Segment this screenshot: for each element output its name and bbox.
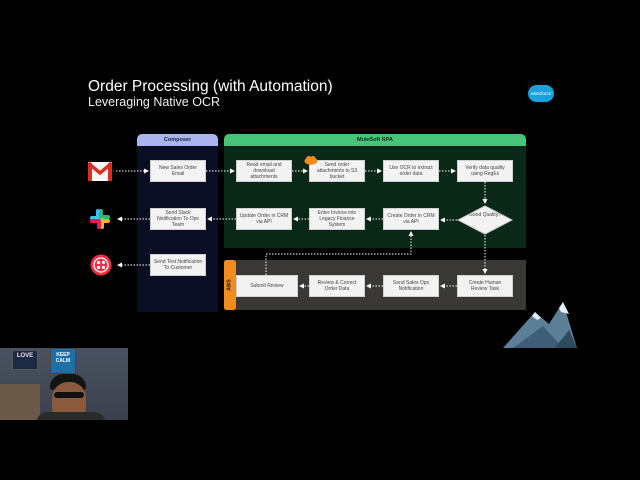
step-new-sales-order-email: New Sales Order Email	[150, 160, 206, 182]
mulesoft-lane-header: MuleSoft RPA	[224, 134, 526, 146]
step-send-text-notification: Send Text Notification To Customer	[150, 254, 206, 276]
composer-lane-header: Composer	[137, 134, 218, 146]
step-send-slack-notification: Send Slack Notification To Ops Team	[150, 208, 206, 230]
aws-lane-tab: AWS	[224, 260, 236, 310]
webcam-poster-left: LOVE	[12, 350, 38, 370]
webcam-person-glasses	[54, 392, 84, 398]
webcam-feed: LOVE KEEP CALM	[0, 348, 128, 420]
slack-icon	[90, 209, 110, 229]
step-create-human-review: Create Human Review Task	[457, 275, 513, 297]
step-verify-data-quality: Verify data quality using RegEx	[457, 160, 513, 182]
step-read-email: Read email and download attachments	[236, 160, 292, 182]
twilio-icon	[90, 254, 112, 276]
webcam-shelf	[0, 384, 40, 420]
salesforce-logo: salesforce	[528, 85, 554, 102]
step-use-ocr: Use OCR to extract order data	[383, 160, 439, 182]
arrow-submit-to-create	[265, 231, 414, 275]
step-update-order-crm: Update Order in CRM via API	[236, 208, 292, 230]
gmail-icon	[88, 162, 112, 181]
decision-diamond	[457, 205, 513, 235]
mountain-illustration	[503, 302, 577, 348]
slide-subtitle: Leveraging Native OCR	[88, 95, 221, 109]
step-review-correct: Review & Correct Order Data	[309, 275, 365, 297]
step-submit-review: Submit Review	[236, 275, 298, 297]
webcam-person-shoulders	[36, 412, 106, 420]
step-enter-invoice: Enter Invoice into Legacy Finance System	[309, 208, 365, 230]
poster-left-text: LOVE	[16, 353, 34, 359]
slide-title: Order Processing (with Automation)	[88, 78, 333, 95]
step-send-to-s3: Send order attachments to S3 bucket	[309, 160, 365, 182]
step-create-order-crm: Create Order in CRM via API	[383, 208, 439, 230]
webcam-poster-right: KEEP CALM	[50, 348, 76, 374]
decision-label: Good Quality?	[469, 212, 501, 218]
step-send-sales-ops-notification: Send Sales Ops Notification	[383, 275, 439, 297]
poster-right-text: KEEP CALM	[55, 352, 71, 364]
aws-cloud-icon	[304, 156, 318, 165]
